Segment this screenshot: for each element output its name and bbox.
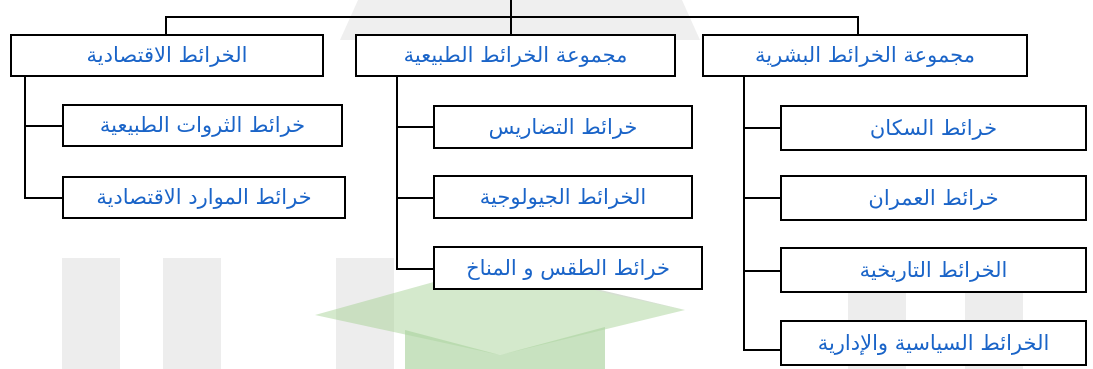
top-horizontal-connector [165,16,859,18]
human-item-historical: الخرائط التاريخية [780,247,1087,293]
economic-branch-connector [24,197,62,199]
group-header-natural: مجموعة الخرائط الطبيعية [355,34,676,77]
natural-item-terrain: خرائط التضاريس [433,105,693,149]
watermark-bar [62,258,120,369]
human-branch-connector [743,349,780,351]
watermark-top-shape [340,0,700,40]
human-branch-connector [743,127,780,129]
human-item-population: خرائط السكان [780,105,1087,151]
human-item-urban: خرائط العمران [780,175,1087,221]
watermark-bar [163,258,221,369]
natural-branch-connector [396,268,434,270]
connector-to-natural [510,16,512,36]
connector-to-economic [165,16,167,36]
human-item-political-administrative: الخرائط السياسية والإدارية [780,320,1087,366]
human-vertical-connector [743,77,745,351]
natural-item-weather-climate: خرائط الطقس و المناخ [433,246,703,290]
watermark-bar [336,258,394,369]
natural-branch-connector [396,126,434,128]
connector-to-human [857,16,859,36]
root-connector [510,0,512,18]
natural-vertical-connector [396,77,398,270]
economic-vertical-connector [24,77,26,198]
natural-item-geological: الخرائط الجيولوجية [433,175,693,219]
group-header-economic: الخرائط الاقتصادية [10,34,324,77]
human-branch-connector [743,270,780,272]
economic-branch-connector [24,125,62,127]
economic-item-economic-resources: خرائط الموارد الاقتصادية [62,176,346,219]
human-branch-connector [743,197,780,199]
natural-branch-connector [396,197,434,199]
economic-item-natural-resources: خرائط الثروات الطبيعية [62,104,343,147]
group-header-human: مجموعة الخرائط البشرية [702,34,1028,77]
